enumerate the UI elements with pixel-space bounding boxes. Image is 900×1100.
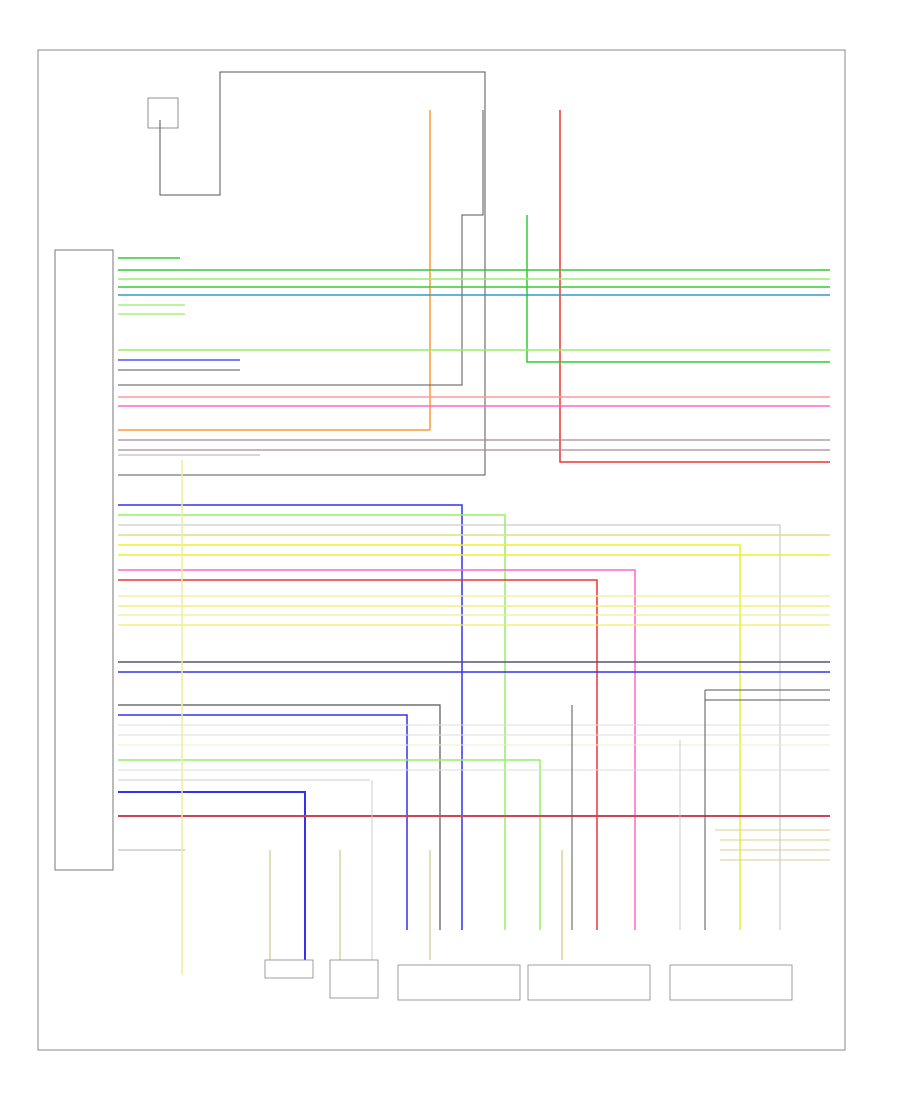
wire (118, 791, 306, 960)
fuse-feed-3 (559, 110, 830, 463)
wire (118, 524, 781, 930)
wire (118, 704, 441, 930)
top-sensor-wire (118, 71, 486, 476)
wire (118, 569, 636, 930)
fuse-feed-2 (118, 110, 484, 386)
control-module-box (54, 249, 114, 871)
wire (118, 579, 598, 930)
wire (118, 514, 506, 930)
component-box (264, 959, 314, 979)
wire (118, 759, 541, 930)
component-box (397, 964, 521, 1001)
top-sensor-box (147, 97, 179, 129)
wire (118, 714, 408, 930)
component-box (329, 959, 379, 999)
component-box (669, 964, 793, 1001)
wire (118, 544, 741, 930)
diagram-frame (37, 49, 846, 1051)
component-box (527, 964, 651, 1001)
fuse-feed-4 (526, 215, 830, 363)
wire (118, 504, 463, 930)
